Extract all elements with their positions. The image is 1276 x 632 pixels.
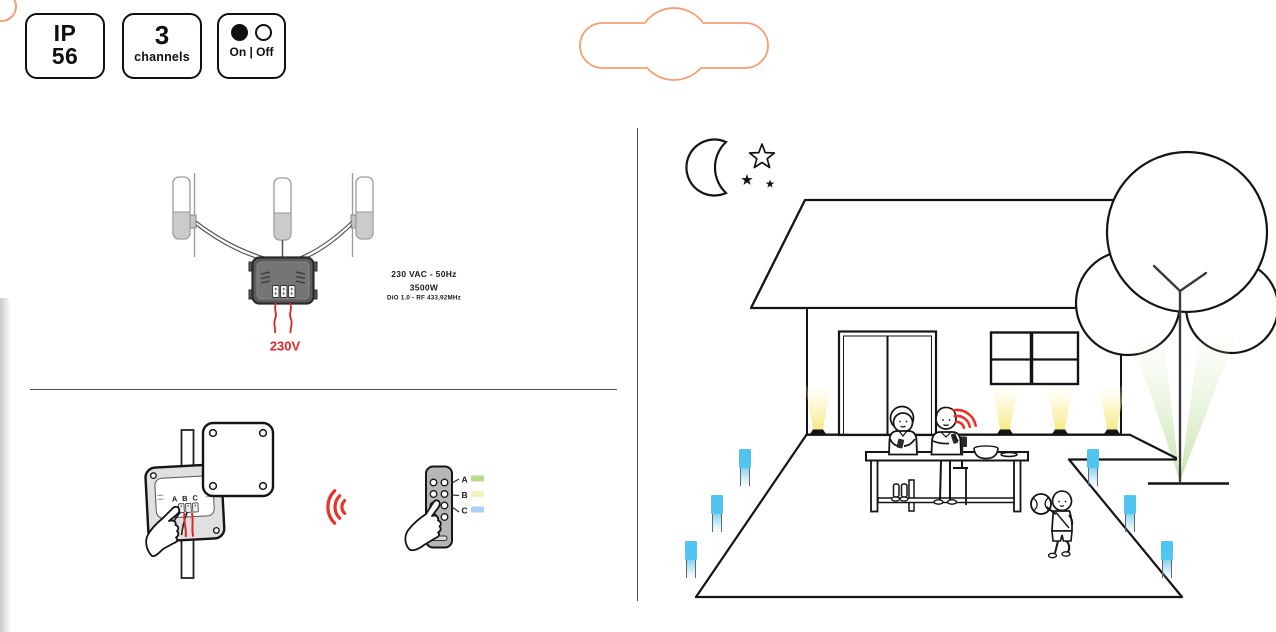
ip-rating-line1: IP [53, 20, 77, 46]
section-divider-horizontal [30, 389, 617, 390]
double-door [837, 330, 938, 437]
hand-remote [950, 433, 959, 444]
brand-plaque-outline [579, 7, 769, 81]
badge-ip-rating: IP 56 [25, 13, 105, 79]
phone [896, 438, 905, 449]
mains-wires [273, 302, 293, 334]
wiring-diagram: 230V 230 VAC - 50Hz 3500W DiO 1.0 - RF 4… [172, 173, 461, 354]
rf-waves-remote [952, 408, 977, 430]
terrace-outline [694, 432, 1184, 599]
tree-uplight-glow-right [1180, 336, 1236, 481]
wall-uplight [1047, 386, 1073, 434]
channel-swatch-a [471, 475, 484, 482]
box-lid [201, 421, 275, 498]
man-figure [930, 406, 977, 505]
channels-label: channels [134, 50, 190, 64]
rf-waves-icon [326, 489, 347, 525]
channel-label-a: A [462, 475, 468, 485]
wall-uplight [992, 386, 1018, 434]
module-vents [260, 271, 306, 284]
wall-uplight [1099, 386, 1125, 434]
on-indicator-icon [231, 24, 248, 41]
box-red-wire-1 [183, 512, 187, 538]
pairing-diagram: A B C [144, 421, 484, 579]
receiver-module [248, 256, 318, 305]
module-terminals [272, 285, 296, 298]
spec-line-2: 3500W [410, 283, 439, 293]
house [749, 198, 1159, 437]
plaque-path [579, 7, 769, 81]
tree [1074, 150, 1276, 485]
corner-arc-decoration [0, 0, 17, 22]
stars-icon [741, 143, 776, 188]
dining-table [865, 436, 1029, 513]
wall-light-left [172, 176, 197, 240]
bollard-light [1124, 495, 1136, 534]
bollard-light [685, 541, 697, 580]
table-items [958, 436, 1018, 460]
mains-voltage-label: 230V [270, 339, 301, 354]
channels-count: 3 [154, 20, 170, 50]
channel-swatch-c [471, 506, 484, 513]
spec-line-1: 230 VAC - 50Hz [391, 269, 456, 279]
woman-figure [888, 405, 918, 502]
ip-rating-line2: 56 [51, 43, 79, 70]
channel-label-b: B [462, 490, 468, 500]
box-red-wire-2 [190, 512, 195, 537]
box-terminals [178, 502, 199, 514]
page-edge-shadow [0, 298, 11, 632]
wall-uplights [805, 386, 1125, 434]
wall-light-middle [273, 177, 292, 258]
pointing-hand-remote [404, 499, 442, 552]
badge-channels: 3 channels [122, 13, 202, 79]
kid-figure [1030, 490, 1074, 559]
wall-uplight [805, 386, 831, 434]
channel-label-c: C [462, 506, 468, 516]
plate [1000, 451, 1018, 458]
off-indicator-icon [255, 24, 272, 41]
spec-line-3: DiO 1.0 - RF 433,92MHz [387, 295, 461, 302]
channel-swatch-b [471, 491, 484, 497]
garden-scene [685, 138, 1276, 599]
pointing-hand-box [145, 505, 181, 558]
box-lid-screws [208, 428, 268, 491]
window [989, 331, 1080, 386]
badge-on-off: On | Off [217, 13, 286, 79]
bollard-light [1161, 541, 1173, 580]
moon-icon [685, 138, 728, 197]
bollard-light [711, 495, 723, 534]
channel-connector-lines [451, 478, 460, 513]
section-divider-vertical [637, 128, 638, 601]
wall-light-right [350, 176, 374, 240]
tree-trunk [1152, 264, 1208, 483]
bollard-light [1087, 449, 1099, 488]
on-off-label: On | Off [229, 45, 274, 59]
bollard-lights [685, 449, 1173, 580]
bollard-light [739, 449, 751, 488]
tree-uplight-glow-left [1133, 342, 1180, 481]
terminals-label: A B C [172, 493, 200, 503]
